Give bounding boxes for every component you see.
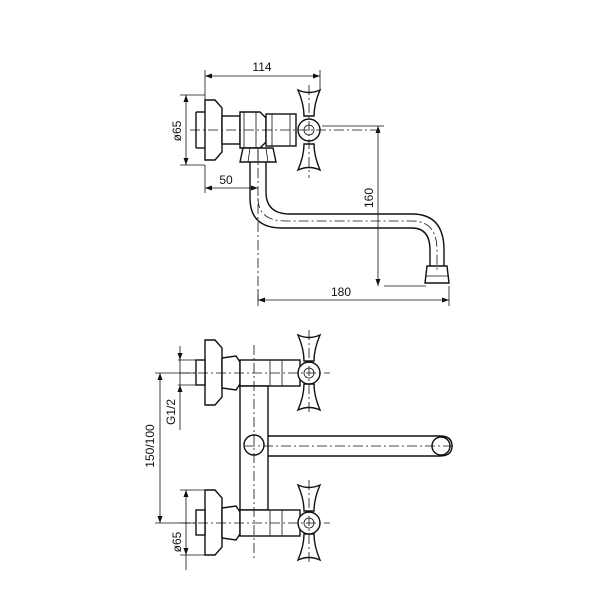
dimension-center-distance: 150/100	[143, 372, 196, 524]
dimension-50-label: 50	[219, 173, 233, 187]
wall-flange-upper	[195, 339, 223, 406]
dimension-flange-diameter-top: ø65	[170, 94, 205, 166]
wall-flange-lower	[195, 489, 223, 556]
dimension-114: 114	[204, 60, 321, 100]
centerline-spout-curve	[257, 197, 438, 270]
dimension-50: 50	[204, 165, 258, 193]
dimension-160: 160	[322, 125, 426, 287]
flange-diameter-bottom-label: ø65	[170, 531, 184, 552]
dimension-180-label: 180	[331, 285, 351, 299]
dimension-180: 180	[257, 285, 450, 306]
dimension-160-label: 160	[362, 188, 376, 208]
side-elevation-view: 114 ø65 50 160	[170, 60, 450, 306]
front-elevation-view: G1/2 150/100 ø65	[143, 330, 455, 570]
dimension-114-label: 114	[252, 60, 271, 74]
dimension-flange-diameter-bottom: ø65	[170, 489, 205, 570]
center-distance-label: 150/100	[143, 424, 157, 468]
flange-diameter-top-label: ø65	[170, 120, 184, 141]
thread-g12-label: G1/2	[164, 399, 178, 425]
dimension-g12: G1/2	[164, 346, 196, 430]
spout-pipe	[249, 162, 450, 284]
